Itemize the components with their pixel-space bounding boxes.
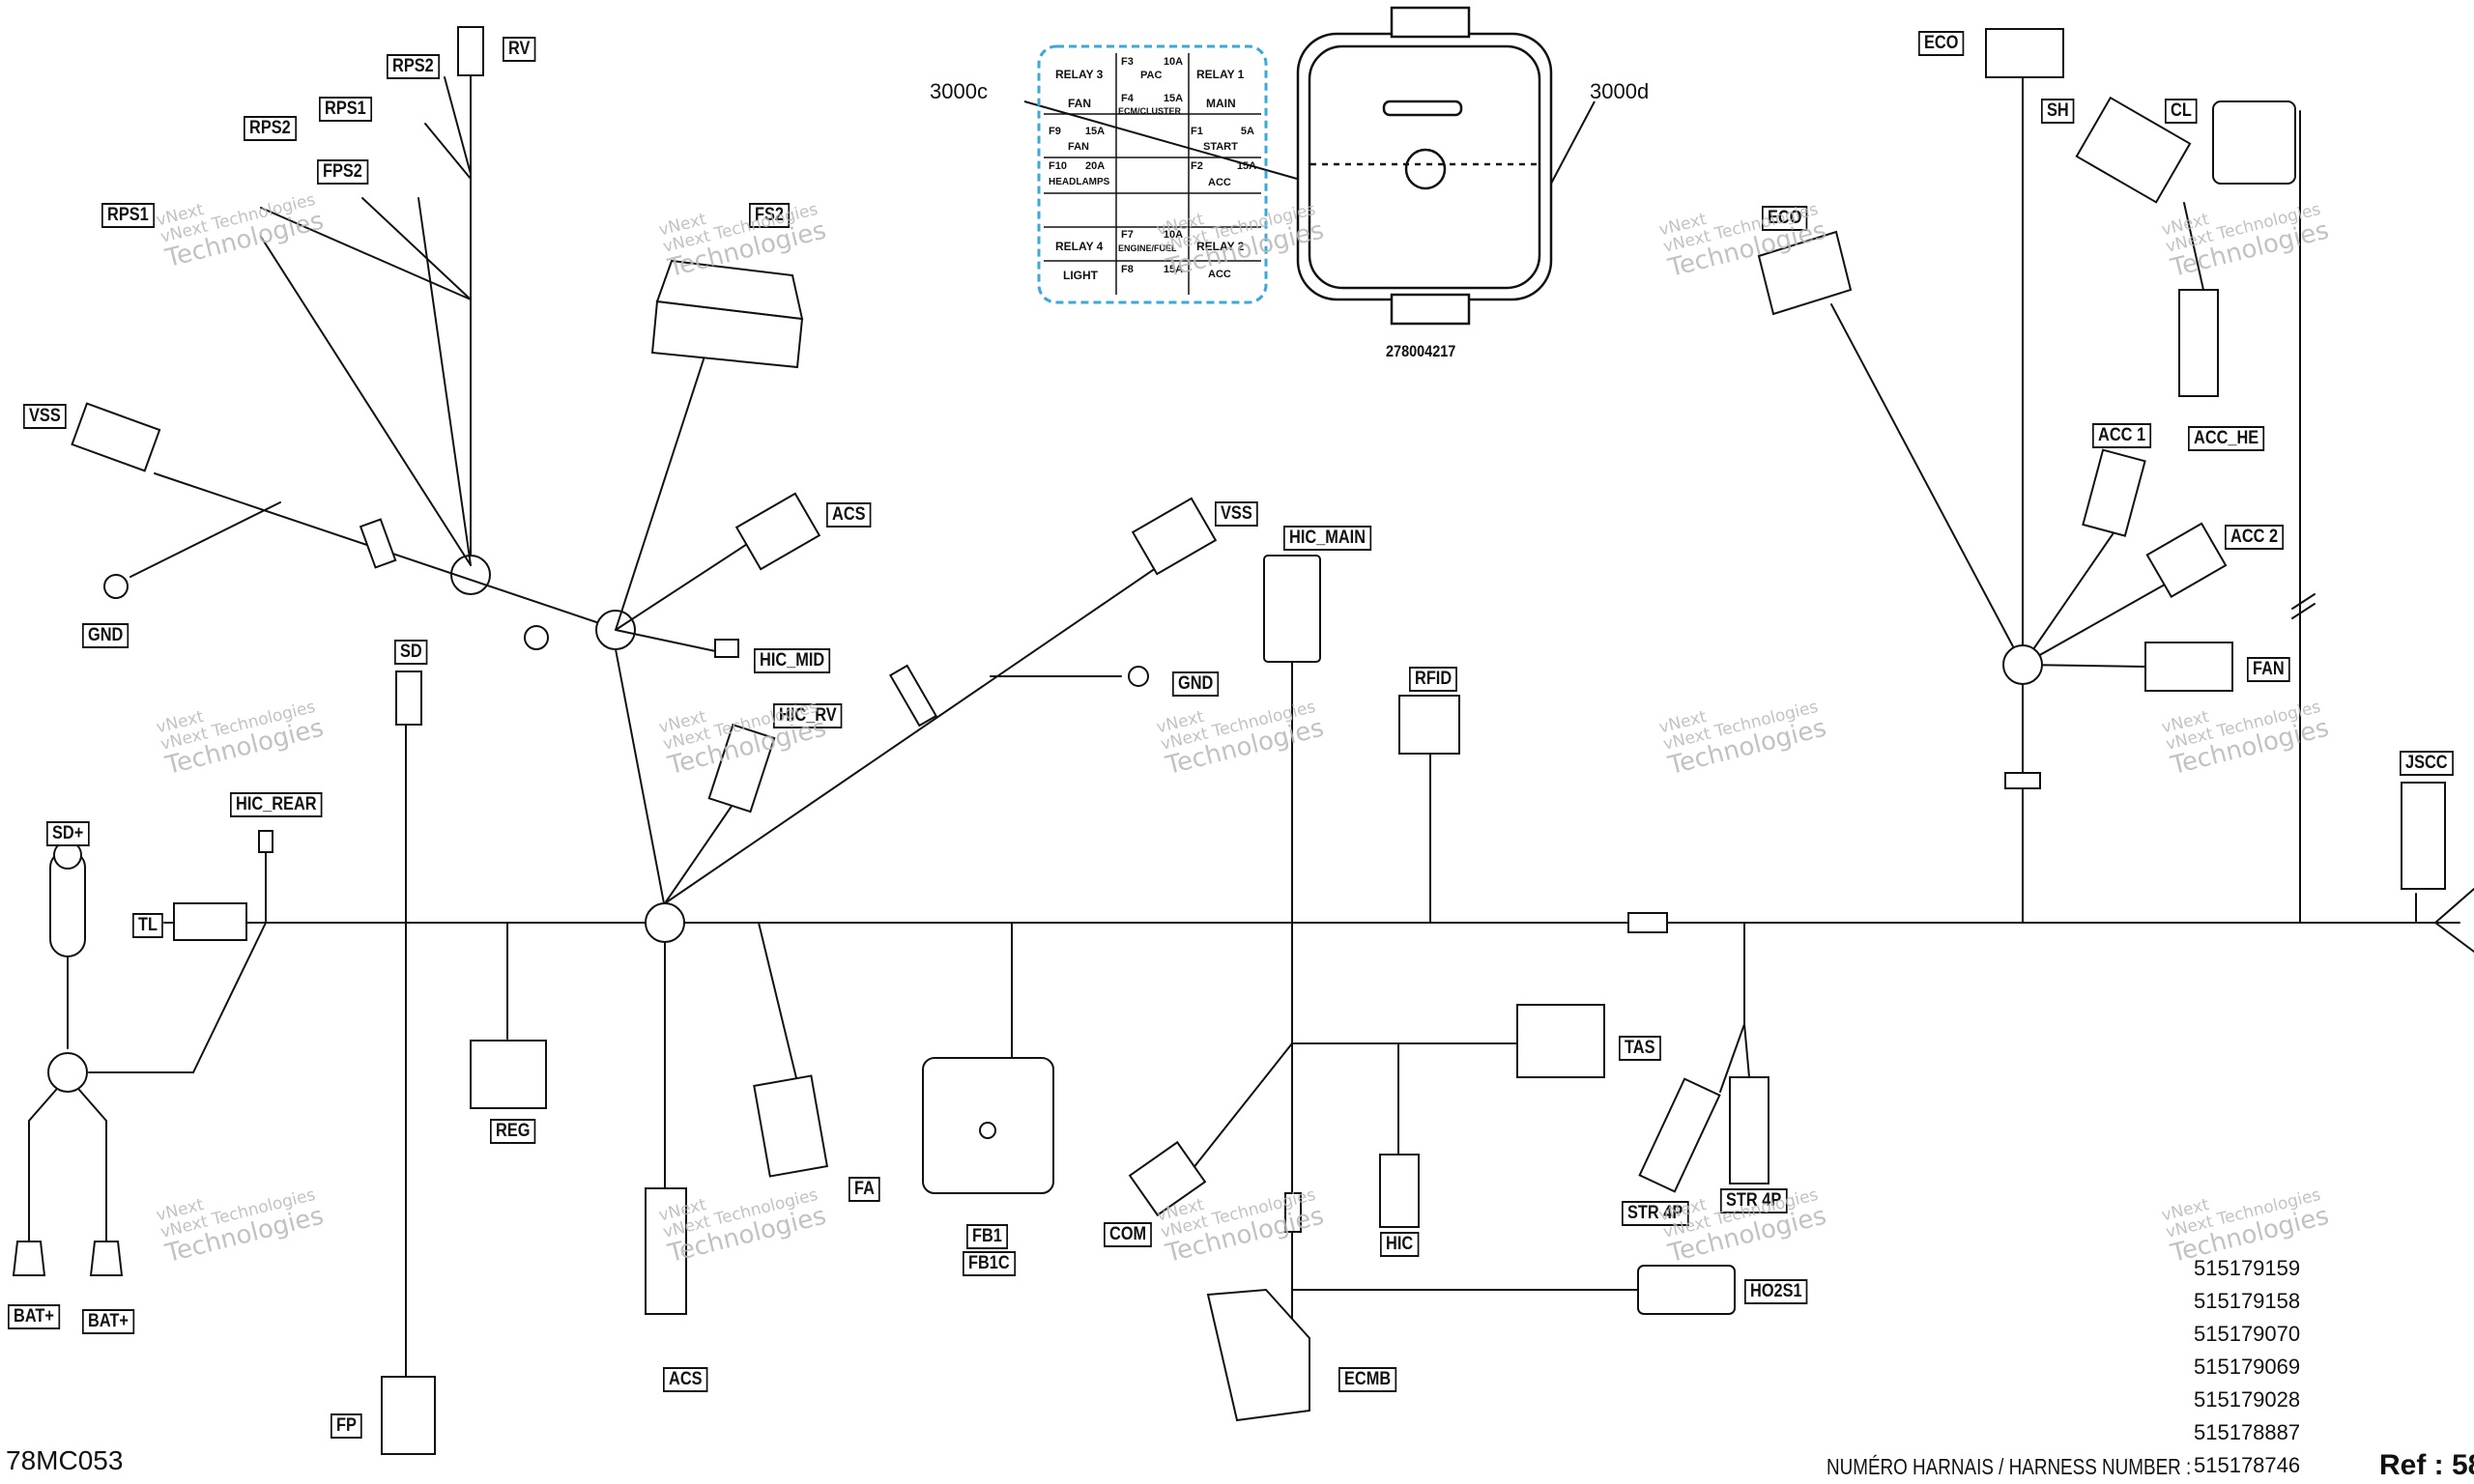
- diagram-id: 78MC053: [6, 1445, 124, 1475]
- label-gnd-mid: GND: [1172, 671, 1220, 697]
- fuse-f1-sub: START: [1203, 141, 1238, 153]
- harness-number: 515179158: [2194, 1289, 2301, 1313]
- label-sh: SH: [2041, 99, 2075, 124]
- harness-number-label: NUMÉRO HARNAIS / HARNESS NUMBER :: [1827, 1454, 2192, 1479]
- label-str4p-b: STR 4P: [1720, 1188, 1788, 1213]
- fuse-f10-sub: HEADLAMPS: [1049, 177, 1110, 187]
- label-hic-rear: HIC_REAR: [230, 792, 323, 817]
- fuse-relay1: RELAY 1: [1196, 68, 1245, 81]
- label-fan-right: FAN: [2247, 657, 2290, 682]
- label-fb1: FB1: [966, 1224, 1008, 1249]
- label-rps1-left: RPS1: [101, 203, 155, 228]
- label-acc1: ACC 1: [2092, 423, 2152, 448]
- harness-number: 515179028: [2194, 1387, 2301, 1412]
- fuse-f7: F7 10A: [1121, 229, 1184, 241]
- label-fb1c: FB1C: [963, 1251, 1016, 1276]
- label-vss-left: VSS: [23, 404, 67, 429]
- label-fs2: FS2: [749, 203, 791, 228]
- label-gnd-left: GND: [82, 623, 129, 648]
- label-vss-mid: VSS: [1215, 501, 1258, 527]
- label-acs-low: ACS: [663, 1367, 708, 1392]
- module-3000d-label: 3000d: [1590, 79, 1650, 103]
- fuse-relay1-sub: MAIN: [1206, 97, 1236, 110]
- label-hic-rv: HIC_RV: [773, 703, 843, 728]
- label-cl: CL: [2165, 99, 2198, 124]
- fuse-f10: F10 20A: [1049, 160, 1106, 172]
- label-fa: FA: [849, 1177, 880, 1202]
- harness-number: 515179070: [2194, 1322, 2301, 1346]
- label-reg: REG: [490, 1119, 536, 1144]
- fuse-f8: F8 15A: [1121, 264, 1184, 275]
- fuse-f3-sub: PAC: [1140, 70, 1163, 81]
- label-jscc: JSCC: [2400, 751, 2454, 776]
- label-rps1-top: RPS1: [319, 97, 372, 122]
- fuse-relay4-sub: LIGHT: [1063, 269, 1098, 282]
- fuse-relay3-sub: FAN: [1068, 97, 1091, 110]
- label-com: COM: [1104, 1222, 1153, 1247]
- fuse-f2-sub: ACC: [1208, 177, 1231, 188]
- label-sd-plus: SD+: [46, 821, 90, 846]
- reference-label: Ref : 58: [2379, 1449, 2474, 1481]
- fuse-f7-sub: ENGINE/FUEL: [1118, 243, 1177, 253]
- label-sd: SD: [394, 640, 428, 665]
- harness-number: 515179069: [2194, 1355, 2301, 1379]
- label-rps2-top: RPS2: [387, 54, 440, 79]
- module-part-number: 278004217: [1386, 342, 1456, 360]
- fuse-relay3: RELAY 3: [1055, 68, 1104, 81]
- label-ecmb: ECMB: [1338, 1367, 1397, 1392]
- label-eco-top: ECO: [1918, 31, 1965, 56]
- fuse-f3: F3 10A: [1121, 56, 1184, 68]
- label-tas: TAS: [1619, 1036, 1661, 1061]
- fuse-f4-sub: ECM/CLUSTER: [1118, 106, 1181, 116]
- label-ho2s1: HO2S1: [1744, 1279, 1808, 1304]
- label-acc2: ACC 2: [2225, 525, 2285, 550]
- label-rv: RV: [503, 37, 536, 62]
- label-rfid: RFID: [1409, 667, 1458, 692]
- label-hic-main: HIC_MAIN: [1283, 526, 1372, 551]
- label-acs-mid: ACS: [826, 502, 872, 528]
- fuse-relay4: RELAY 4: [1055, 240, 1104, 253]
- label-str4p-a: STR 4P: [1622, 1201, 1689, 1226]
- label-fp: FP: [331, 1413, 362, 1439]
- fuse-relay2: RELAY 2: [1196, 240, 1245, 253]
- label-eco-mid: ECO: [1762, 206, 1808, 231]
- label-acc-he: ACC_HE: [2188, 426, 2265, 451]
- label-hic-mid: HIC_MID: [754, 648, 831, 673]
- label-fps2: FPS2: [317, 159, 368, 185]
- label-tl: TL: [132, 913, 164, 938]
- fuse-f9: F9 15A: [1049, 126, 1106, 137]
- fuse-f2: F2 15A: [1191, 160, 1257, 172]
- fuse-f4: F4 15A: [1121, 93, 1184, 104]
- label-bat2: BAT+: [82, 1309, 134, 1334]
- label-rps2-mid: RPS2: [244, 116, 297, 141]
- harness-number: 515179159: [2194, 1256, 2301, 1280]
- fuse-f8-sub: ACC: [1208, 269, 1231, 280]
- harness-number: 515178887: [2194, 1420, 2301, 1444]
- harness-number: 515178746: [2194, 1453, 2301, 1477]
- fuse-f1: F1 5A: [1191, 126, 1254, 137]
- fuse-f9-sub: FAN: [1068, 141, 1089, 153]
- label-bat1: BAT+: [8, 1304, 60, 1329]
- label-hic-low: HIC: [1380, 1232, 1420, 1257]
- module-3000c-label: 3000c: [930, 79, 988, 103]
